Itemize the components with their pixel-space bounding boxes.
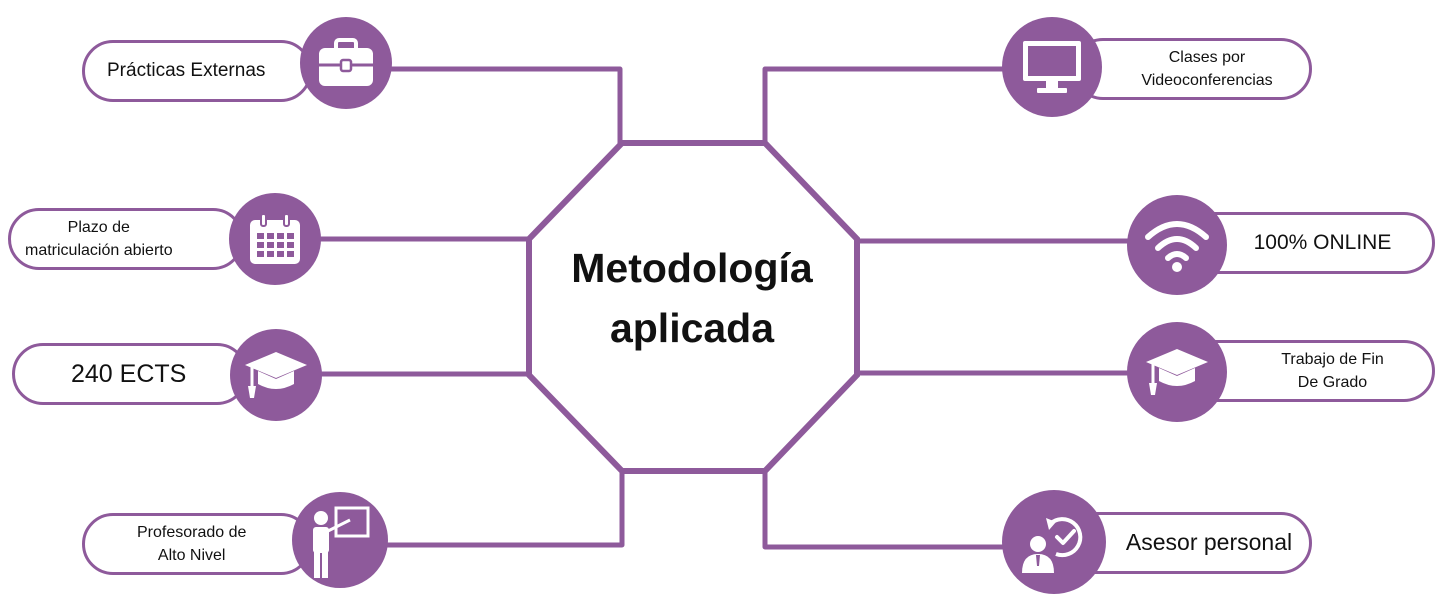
profesorado-line1: Profesorado de (137, 523, 247, 541)
node-profesorado: Profesorado de Alto Nivel (82, 513, 312, 575)
calendar-icon (229, 193, 321, 285)
asesor-label: Asesor personal (1125, 529, 1293, 556)
connector-asesor (762, 470, 1008, 550)
advisor-icon (1002, 490, 1106, 594)
center-title-line1: Metodología (571, 245, 813, 291)
node-plazo-matriculacion: Plazo de matriculación abierto (8, 208, 244, 270)
connector-profesorado (380, 470, 625, 548)
profesorado-line2: Alto Nivel (157, 547, 226, 564)
briefcase-icon (300, 17, 392, 109)
ects-label: 240 ECTS (71, 359, 187, 388)
graduation-cap-icon (230, 329, 322, 421)
center-title-line2: aplicada (609, 305, 775, 351)
clases-line2: Videoconferencias (1141, 72, 1273, 89)
monitor-icon (1002, 17, 1102, 117)
tfg-line2: De Grado (1297, 374, 1368, 391)
teacher-icon (292, 492, 388, 588)
plazo-line2: matriculación abierto (25, 242, 173, 259)
clases-line1: Clases por (1168, 48, 1246, 66)
node-practicas-externas: Prácticas Externas (82, 40, 312, 102)
plazo-line1: Plazo de (67, 218, 130, 236)
online-label: 100% ONLINE (1253, 230, 1392, 254)
wifi-icon (1127, 195, 1227, 295)
node-240-ects: 240 ECTS (12, 343, 248, 405)
tfg-line1: Trabajo de Fin (1281, 350, 1384, 368)
practicas-label: Prácticas Externas (107, 60, 266, 82)
center-octagon (526, 140, 860, 474)
connector-clases (762, 66, 1008, 144)
graduation-cap-icon (1127, 322, 1227, 422)
center-title: Metodología aplicada (527, 238, 857, 358)
connector-practicas (385, 66, 623, 144)
node-clases-videoconferencias: Clases por Videoconferencias (1072, 38, 1312, 100)
